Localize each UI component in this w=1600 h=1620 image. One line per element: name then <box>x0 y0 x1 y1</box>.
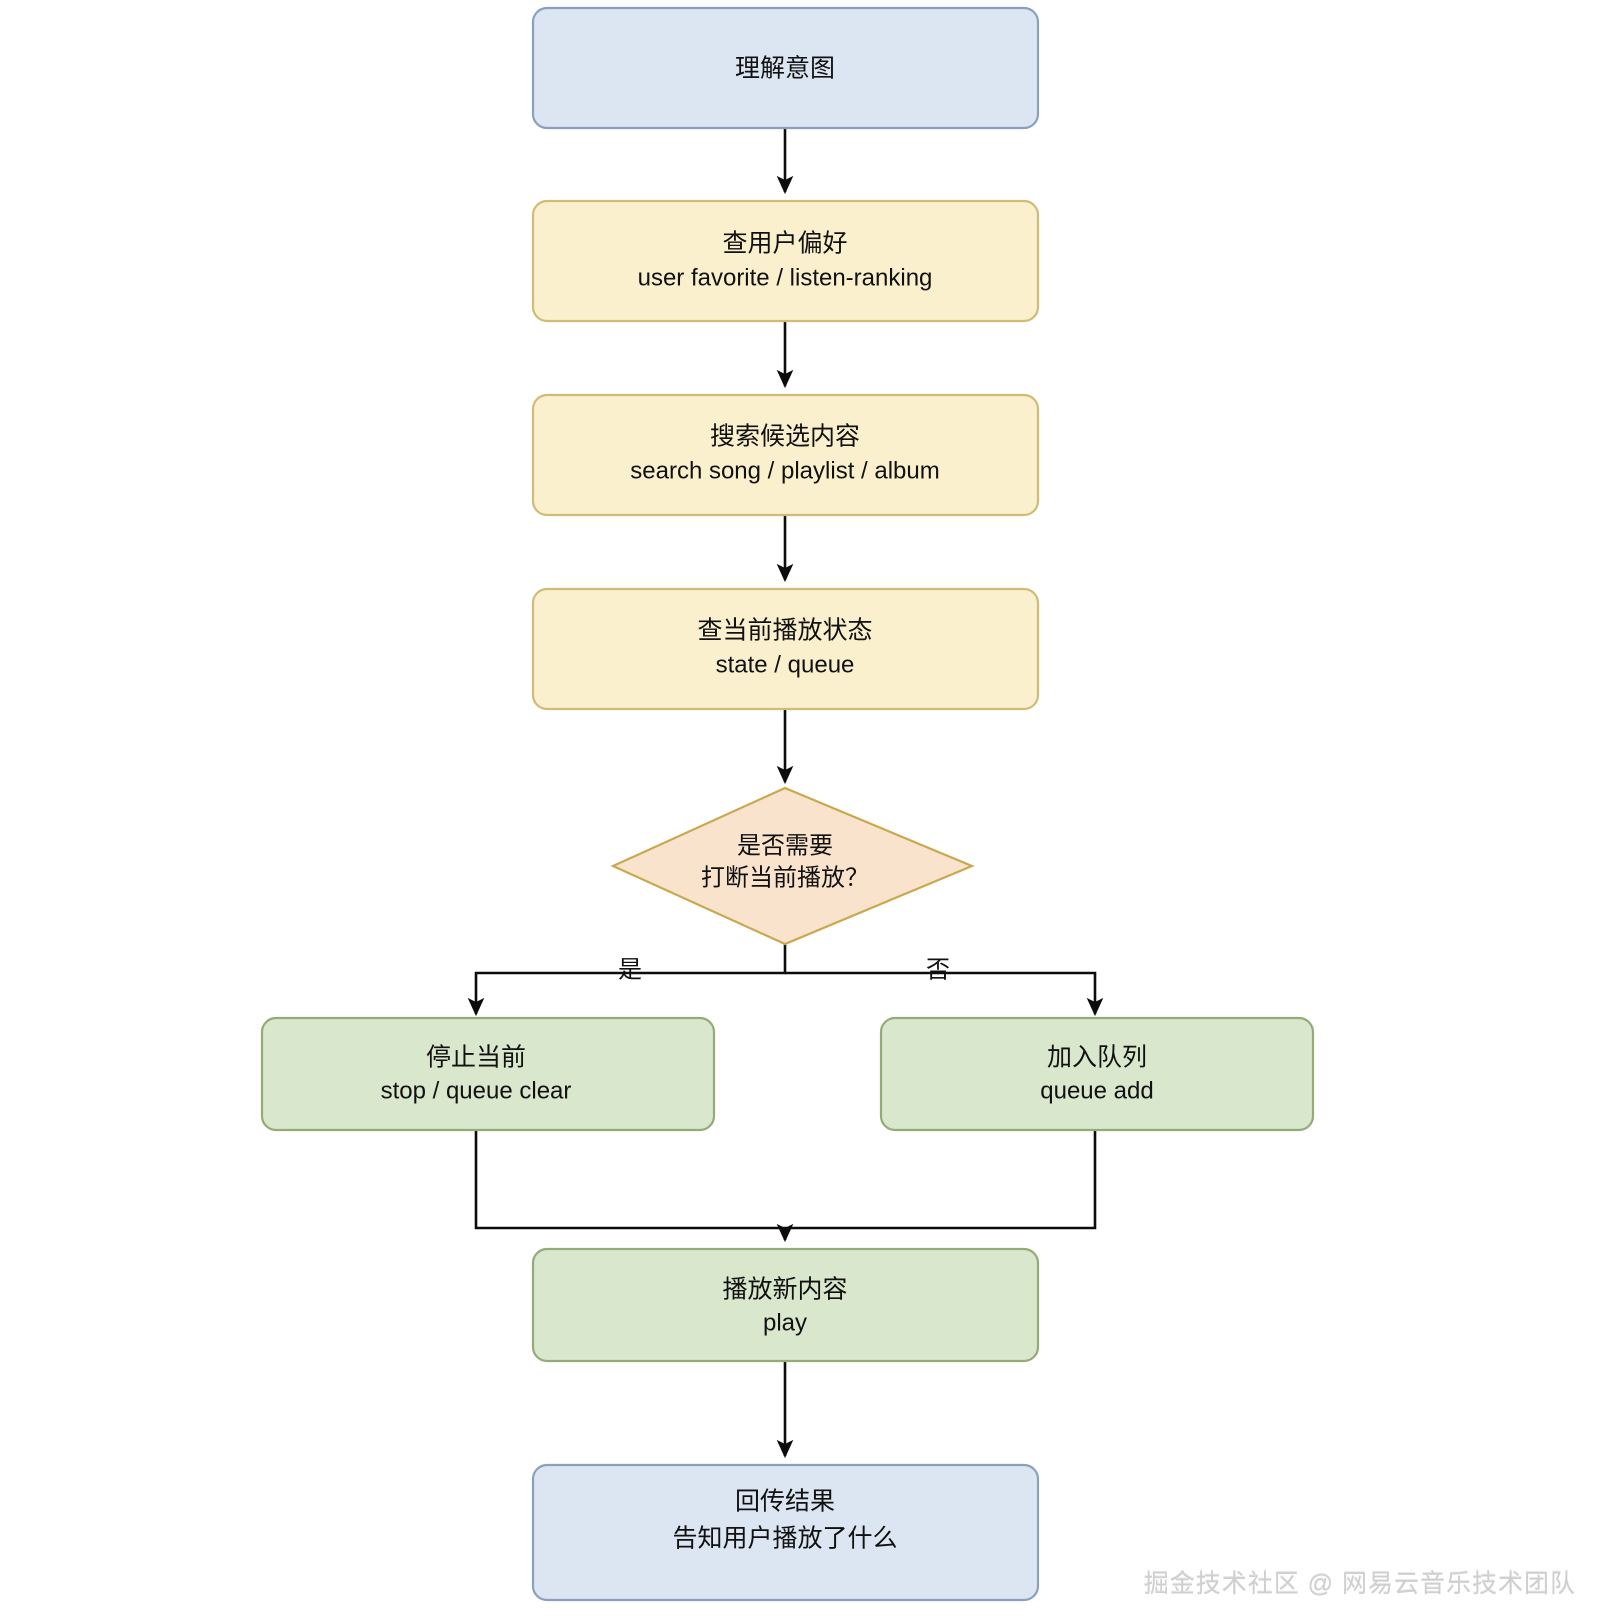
edge-add-to-queue-to-play-new-content <box>785 1130 1097 1230</box>
node-query-play-state[interactable]: 查当前播放状态 state / queue <box>531 587 1040 711</box>
node-query-play-state-title: 查当前播放状态 <box>697 617 872 645</box>
edge-interrupt-decision-to-stop-current: 是 <box>467 944 787 1017</box>
node-interrupt-decision-title: 是否需要 <box>737 832 833 859</box>
node-user-preference-subtitle: user favorite / listen-ranking <box>638 264 933 291</box>
node-query-play-state-subtitle: state / queue <box>716 651 855 678</box>
node-stop-current-subtitle: stop / queue clear <box>381 1077 572 1104</box>
node-stop-current[interactable]: 停止当前 stop / queue clear <box>260 1016 716 1132</box>
node-stop-current-title: 停止当前 <box>426 1044 526 1072</box>
edge-stop-current-to-play-new-content <box>474 1130 785 1230</box>
node-interrupt-decision-subtitle: 打断当前播放？ <box>701 864 869 891</box>
node-play-new-content[interactable]: 播放新内容 play <box>531 1247 1040 1363</box>
edge-label-yes: 是 <box>618 956 642 983</box>
node-user-preference[interactable]: 查用户偏好 user favorite / listen-ranking <box>531 199 1040 323</box>
node-add-to-queue-shape <box>879 1016 1315 1132</box>
node-add-to-queue-title: 加入队列 <box>1047 1044 1147 1072</box>
node-search-candidates-shape <box>531 393 1040 517</box>
node-play-new-content-title: 播放新内容 <box>722 1276 847 1304</box>
node-user-preference-shape <box>531 199 1040 323</box>
edge-label-no: 否 <box>926 956 950 983</box>
node-interrupt-decision-shape <box>610 786 975 946</box>
edges-layer: 是 否 <box>467 128 1104 1459</box>
edge-interrupt-decision-to-add-to-queue: 否 <box>785 956 1104 1017</box>
node-stop-current-shape <box>260 1016 716 1132</box>
node-return-result-shape <box>531 1463 1040 1602</box>
node-interrupt-decision[interactable]: 是否需要 打断当前播放？ <box>610 786 975 946</box>
node-search-candidates[interactable]: 搜索候选内容 search song / playlist / album <box>531 393 1040 517</box>
node-understand-intent-shape <box>531 6 1040 130</box>
node-add-to-queue[interactable]: 加入队列 queue add <box>879 1016 1315 1132</box>
node-return-result-subtitle: 告知用户播放了什么 <box>672 1525 897 1553</box>
node-search-candidates-subtitle: search song / playlist / album <box>630 457 939 484</box>
node-return-result-title: 回传结果 <box>735 1488 835 1516</box>
node-search-candidates-title: 搜索候选内容 <box>710 423 860 451</box>
node-play-new-content-shape <box>531 1247 1040 1363</box>
node-user-preference-title: 查用户偏好 <box>722 230 847 258</box>
node-query-play-state-shape <box>531 587 1040 711</box>
watermark-text: 掘金技术社区 @ 网易云音乐技术团队 <box>1143 1570 1576 1598</box>
node-add-to-queue-subtitle: queue add <box>1040 1077 1153 1104</box>
node-understand-intent[interactable]: 理解意图 <box>531 6 1040 130</box>
node-return-result[interactable]: 回传结果 告知用户播放了什么 <box>531 1463 1040 1602</box>
node-play-new-content-subtitle: play <box>763 1309 807 1336</box>
node-understand-intent-title: 理解意图 <box>735 55 835 83</box>
